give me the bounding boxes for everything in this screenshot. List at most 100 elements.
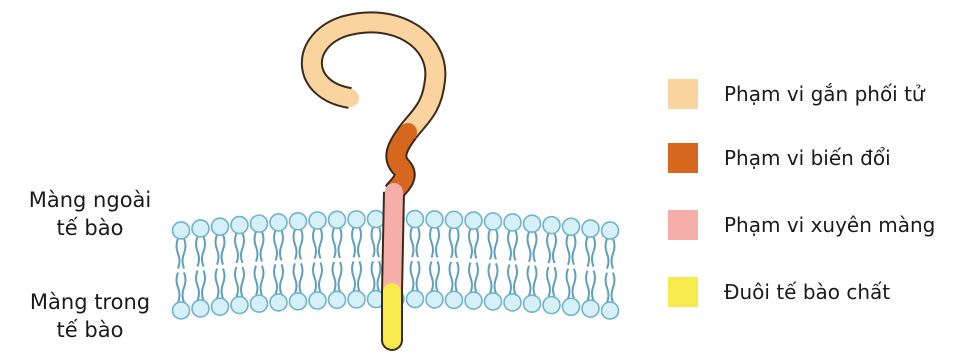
phospholipid-head	[465, 212, 482, 229]
lipid-tail	[495, 229, 498, 259]
lipid-tail	[300, 229, 303, 259]
phospholipid-head	[485, 213, 502, 230]
lipid-tail	[333, 262, 336, 292]
lipid-tail	[274, 264, 277, 294]
lipid-tail	[417, 227, 420, 257]
lipid-tail	[319, 263, 322, 293]
phospholipid-head	[192, 220, 209, 237]
legend-swatch	[668, 79, 698, 109]
lipid-tail	[553, 267, 556, 297]
lipid-tail	[469, 229, 472, 259]
lipid-tail	[612, 273, 615, 303]
phospholipid-head	[563, 298, 580, 315]
lipid-tail	[274, 230, 277, 260]
phospholipid-head	[251, 215, 268, 232]
phospholipid-head	[465, 292, 482, 309]
lipid-tail	[450, 228, 453, 258]
lipid-tail	[196, 270, 199, 300]
phospholipid-head	[348, 211, 365, 228]
phospholipid-head	[602, 222, 619, 239]
lipid-tail	[202, 236, 205, 266]
lipid-tail	[333, 228, 336, 258]
phospholipid-head	[290, 293, 307, 310]
lipid-tail	[202, 270, 205, 300]
lipid-tail	[294, 263, 297, 293]
lipid-tail	[592, 271, 595, 301]
phospholipid-head	[231, 297, 248, 314]
lipid-tail	[567, 235, 570, 265]
lipid-tail	[372, 227, 375, 257]
lipid-tail	[255, 266, 258, 296]
lipid-tail	[547, 267, 550, 297]
legend: Phạm vi gắn phối tử Phạm vi biến đổi Phạ…	[668, 0, 975, 356]
phospholipid-head	[446, 211, 463, 228]
lipid-tail	[528, 266, 531, 296]
legend-swatch	[668, 143, 698, 173]
lipid-tail	[358, 261, 361, 291]
legend-label: Phạm vi biến đổi	[724, 146, 891, 170]
lipid-tail	[573, 235, 576, 265]
variable-domain	[394, 132, 408, 192]
lipid-tail	[183, 238, 186, 268]
phospholipid-head	[563, 218, 580, 235]
lipid-tail	[339, 228, 342, 258]
lipid-tail	[469, 263, 472, 293]
lipid-tail	[313, 229, 316, 259]
lipid-tail	[319, 229, 322, 259]
lipid-tail	[222, 235, 225, 265]
legend-label: Phạm vi gắn phối tử	[724, 82, 925, 106]
lipid-tail	[436, 261, 439, 291]
phospholipid-head	[602, 302, 619, 319]
phospholipid-head	[173, 222, 190, 239]
lipid-tail	[313, 263, 316, 293]
lipid-tail	[255, 232, 258, 262]
lipid-tail	[216, 235, 219, 265]
phospholipid-head	[543, 297, 560, 314]
lipid-tail	[586, 271, 589, 301]
lipid-tail	[450, 262, 453, 292]
phospholipid-head	[407, 211, 424, 228]
lipid-tail	[235, 233, 238, 263]
phospholipid-head	[426, 211, 443, 228]
lipid-tail	[352, 227, 355, 257]
lipid-tail	[177, 272, 180, 302]
lipid-tail	[592, 237, 595, 267]
lipid-tail	[358, 227, 361, 257]
lipid-tail	[261, 266, 264, 296]
phospholipid-head	[348, 291, 365, 308]
phospholipid-head	[329, 291, 346, 308]
phospholipid-head	[446, 291, 463, 308]
legend-item-cytoplasmic-tail: Đuôi tế bào chất	[668, 277, 890, 307]
lipid-tail	[534, 266, 537, 296]
lipid-tail	[508, 264, 511, 294]
phospholipid-head	[543, 217, 560, 234]
phospholipid-head	[212, 218, 229, 235]
phospholipid-head	[270, 294, 287, 311]
phospholipid-head	[426, 291, 443, 308]
lipid-tail	[456, 228, 459, 258]
lipid-tail	[417, 261, 420, 291]
lipid-tail	[300, 263, 303, 293]
lipid-tail	[430, 261, 433, 291]
inner-membrane-label-line-2: tế bào	[5, 316, 175, 344]
lipid-tail	[547, 233, 550, 263]
lipid-tail	[183, 272, 186, 302]
lipid-tail	[567, 269, 570, 299]
lipid-tail	[534, 232, 537, 262]
lipid-tail	[222, 269, 225, 299]
lipid-tail	[177, 238, 180, 268]
legend-swatch	[668, 277, 698, 307]
lipid-tail	[411, 227, 414, 257]
lipid-tail	[553, 233, 556, 263]
lipid-tail	[430, 227, 433, 257]
lipid-tail	[586, 237, 589, 267]
lipid-tail	[606, 239, 609, 269]
lipid-tail	[495, 263, 498, 293]
phospholipid-head	[251, 295, 268, 312]
lipid-tail	[489, 229, 492, 259]
phospholipid-head	[290, 213, 307, 230]
phospholipid-head	[173, 302, 190, 319]
inner-membrane-label: Màng trong tế bào	[5, 288, 175, 344]
lipid-tail	[489, 263, 492, 293]
phospholipid-head	[309, 292, 326, 309]
